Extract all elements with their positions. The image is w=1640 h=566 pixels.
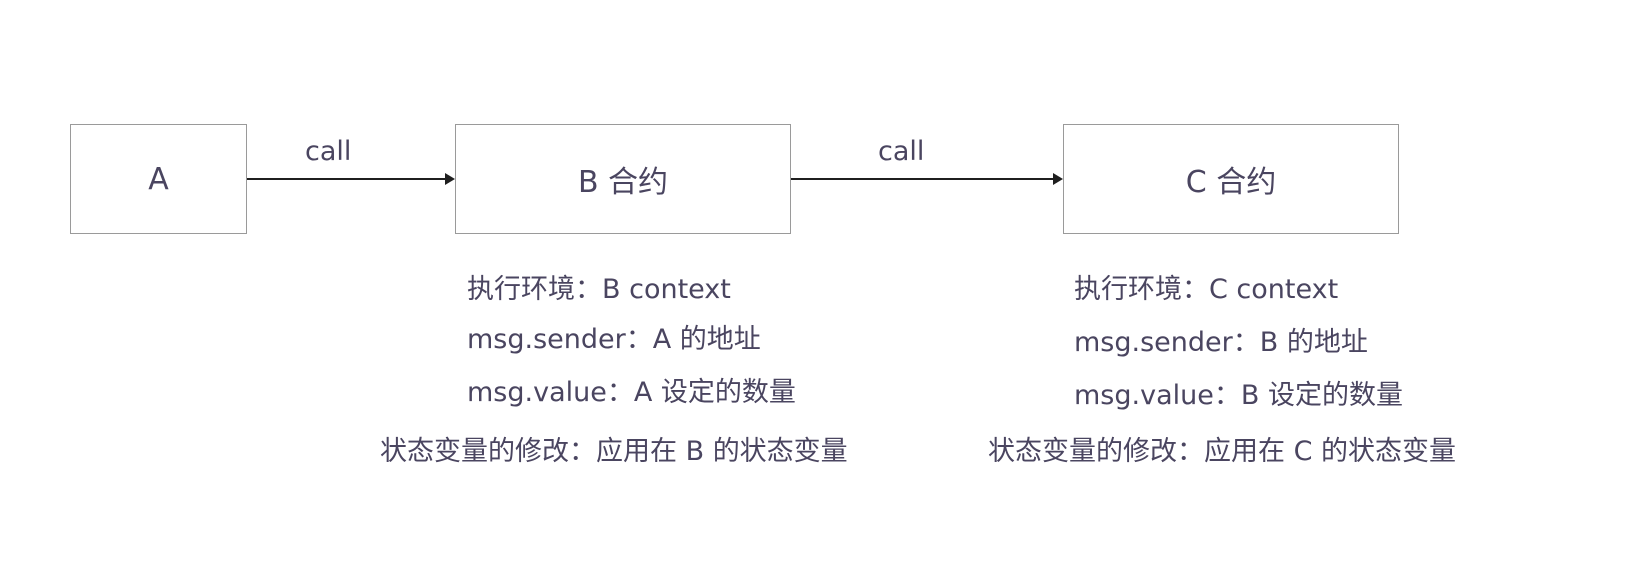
arrowhead-icon xyxy=(1053,173,1063,185)
b-msg-value: msg.value：A 设定的数量 xyxy=(467,377,796,408)
node-a: A xyxy=(70,124,247,234)
node-b-label: B 合约 xyxy=(577,165,669,200)
arrow-b-to-c xyxy=(791,173,1063,185)
node-b-contract: B 合约 xyxy=(455,124,791,234)
node-c-contract: C 合约 xyxy=(1063,124,1399,234)
b-state-change: 状态变量的修改：应用在 B 的状态变量 xyxy=(380,436,848,467)
arrow-a-to-b xyxy=(247,173,455,185)
c-msg-sender: msg.sender：B 的地址 xyxy=(1074,327,1368,358)
c-state-change: 状态变量的修改：应用在 C 的状态变量 xyxy=(988,436,1457,467)
edge-label-a-to-b: call xyxy=(305,136,352,167)
c-execution-context: 执行环境：C context xyxy=(1074,274,1339,305)
b-msg-sender: msg.sender：A 的地址 xyxy=(467,324,761,355)
edge-label-b-to-c: call xyxy=(878,136,925,167)
node-a-label: A xyxy=(148,161,169,197)
b-execution-context: 执行环境：B context xyxy=(467,274,731,305)
arrowhead-icon xyxy=(445,173,455,185)
node-c-label: C 合约 xyxy=(1185,165,1277,200)
c-msg-value: msg.value：B 设定的数量 xyxy=(1074,380,1403,411)
